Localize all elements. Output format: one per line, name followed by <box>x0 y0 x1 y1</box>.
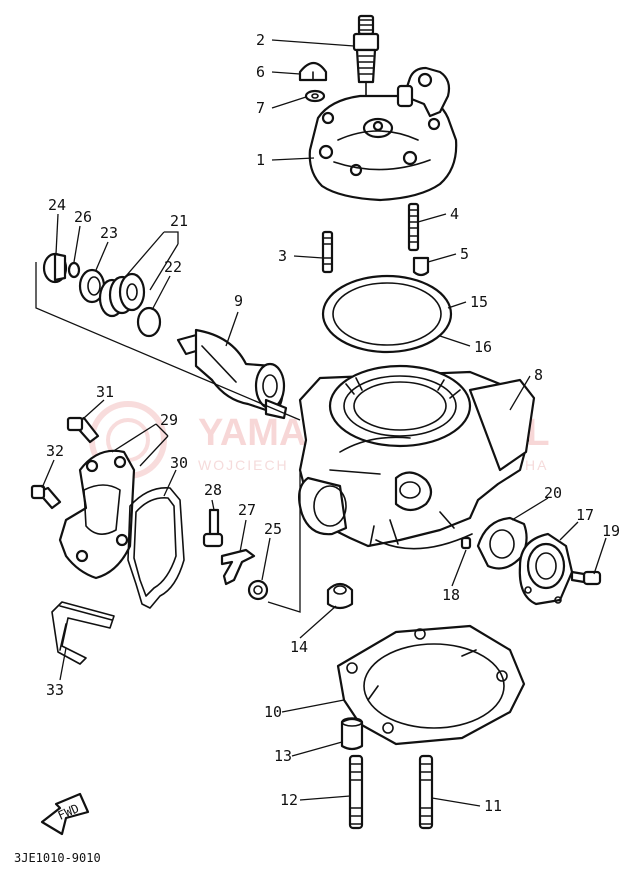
watermark-subtext-3: HA <box>525 457 548 473</box>
fwd-arrow-icon: FWD <box>40 792 90 836</box>
callout-6: 6 <box>256 63 265 81</box>
part-stud-3 <box>321 230 334 274</box>
callout-24: 24 <box>48 196 66 214</box>
part-nut-13 <box>340 717 364 751</box>
callout-16: 16 <box>474 338 492 356</box>
callout-21: 21 <box>170 212 188 230</box>
callout-7: 7 <box>256 99 265 117</box>
part-washer-7 <box>304 89 326 103</box>
callout-25: 25 <box>264 520 282 538</box>
part-gasket-30 <box>127 487 185 609</box>
callout-15: 15 <box>470 293 488 311</box>
callout-8: 8 <box>534 366 543 384</box>
callout-9: 9 <box>234 292 243 310</box>
part-bolt-32 <box>30 484 62 510</box>
callout-29: 29 <box>160 411 178 429</box>
part-bolt-31 <box>66 416 100 444</box>
callout-10: 10 <box>264 703 282 721</box>
part-base-gasket <box>336 624 526 746</box>
callout-26: 26 <box>74 208 92 226</box>
callout-20: 20 <box>544 484 562 502</box>
part-bolt-19 <box>570 570 602 586</box>
leader-lines <box>41 39 607 807</box>
watermark-subtext: WOJCIECH <box>198 457 289 473</box>
part-collar-25 <box>247 579 269 601</box>
part-head-o-rings <box>321 274 453 354</box>
callout-18: 18 <box>442 586 460 604</box>
part-valve-cover-29 <box>58 449 136 580</box>
callout-22: 22 <box>164 258 182 276</box>
watermark-text: YAMA <box>198 412 306 454</box>
callout-12: 12 <box>280 791 298 809</box>
part-clip-33 <box>51 601 115 665</box>
callout-27: 27 <box>238 501 256 519</box>
callout-14: 14 <box>290 638 308 656</box>
callout-32: 32 <box>46 442 64 460</box>
callout-11: 11 <box>484 797 502 815</box>
part-spring-21 <box>98 272 146 318</box>
part-cylinder <box>297 364 536 550</box>
part-cap-nut <box>298 61 328 82</box>
part-cap-24 <box>42 252 68 284</box>
callout-1: 1 <box>256 151 265 169</box>
part-gasket-20 <box>476 516 528 570</box>
callout-4: 4 <box>450 205 459 223</box>
callout-31: 31 <box>96 383 114 401</box>
part-stud-11 <box>418 754 434 830</box>
callout-labels: 2 6 7 1 3 4 5 8 9 15 16 10 13 12 11 14 1… <box>46 31 620 815</box>
diagram-code: 3JE1010-9010 <box>14 851 101 865</box>
group-bracket <box>35 262 301 613</box>
part-cover-17 <box>518 532 574 606</box>
part-o-ring-22 <box>136 306 162 338</box>
callout-5: 5 <box>460 245 469 263</box>
callout-23: 23 <box>100 224 118 242</box>
part-bolt-28 <box>202 508 224 548</box>
part-cylinder-head <box>308 66 458 202</box>
callout-13: 13 <box>274 747 292 765</box>
part-stud-4 <box>407 202 420 252</box>
callout-2: 2 <box>256 31 265 49</box>
callout-17: 17 <box>576 506 594 524</box>
callout-28: 28 <box>204 481 222 499</box>
part-stud-12 <box>348 754 364 830</box>
part-dowel-18 <box>460 536 472 550</box>
callout-33: 33 <box>46 681 64 699</box>
callout-3: 3 <box>278 247 287 265</box>
part-nut-5 <box>412 256 430 277</box>
callout-19: 19 <box>602 522 620 540</box>
part-ring-26 <box>67 261 81 279</box>
part-valve-shaft <box>176 328 288 420</box>
part-nut-14 <box>326 582 354 610</box>
part-lever-27 <box>220 548 256 586</box>
callout-30: 30 <box>170 454 188 472</box>
